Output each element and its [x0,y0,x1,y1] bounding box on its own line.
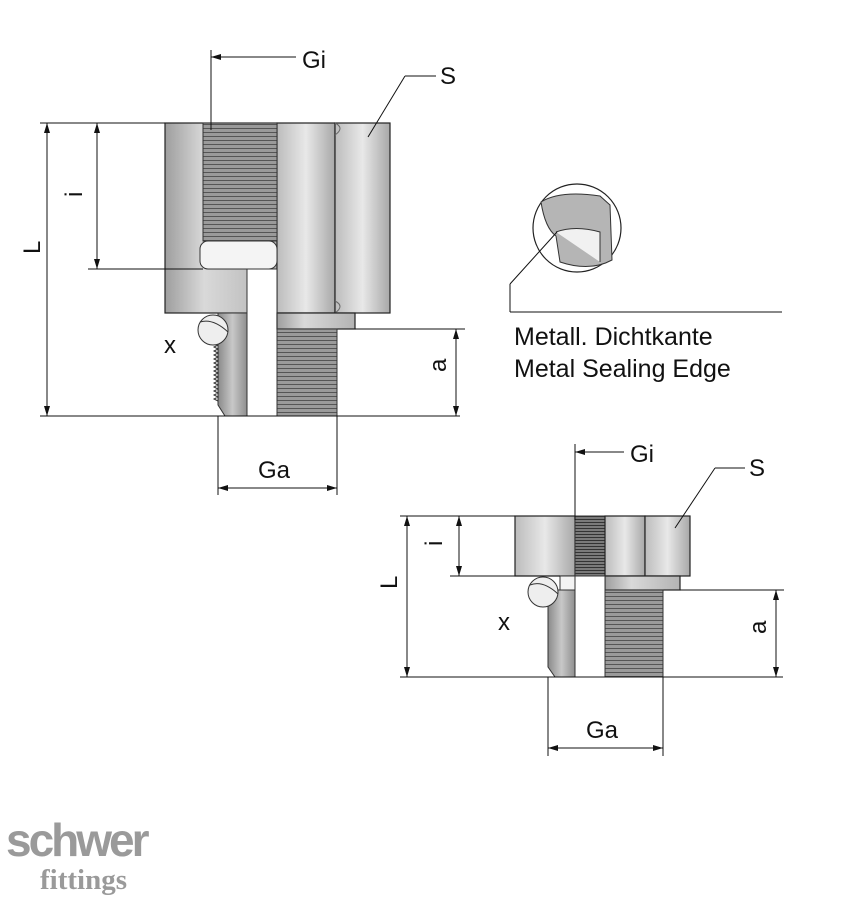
small-s-label: S [749,455,765,482]
large-gi-label: Gi [302,47,326,74]
small-internal-thread [574,515,606,577]
large-external-thread [276,328,338,417]
large-hex-face-right [334,122,391,314]
large-l-label: L [19,241,46,254]
large-adapter [164,122,391,417]
large-collar [276,312,356,330]
large-undercut [199,240,278,270]
small-hex-left [514,515,576,577]
small-dimensions: Gi S L i x a Ga [376,441,784,756]
large-x-label: x [164,332,176,359]
small-i-label: i [421,541,448,546]
small-collar [604,575,681,591]
small-external-thread [604,589,664,678]
sealing-edge-detail: Metall. Dichtkante Metal Sealing Edge [509,183,782,383]
logo-name: schwer [6,814,150,866]
large-a-label: a [425,358,452,372]
large-internal-thread [202,122,278,242]
small-detail-x-circle [527,576,559,608]
large-hex-face-left [276,122,336,314]
small-adapter [514,515,691,678]
large-s-label: S [440,63,456,90]
small-gi-label: Gi [630,441,654,468]
large-i-label: i [61,192,88,197]
small-ga-label: Ga [586,717,619,744]
logo-sub: fittings [40,864,127,896]
small-x-label: x [498,609,510,636]
large-bore [246,268,278,417]
small-a-label: a [745,620,772,634]
small-bore [574,575,606,678]
small-hex-right [644,515,691,577]
detail-label-en: Metal Sealing Edge [514,355,731,383]
schwer-fittings-logo: schwer fittings [6,814,153,896]
large-ga-label: Ga [258,457,291,484]
large-dimensions: Gi S L i x a Ga [19,47,465,495]
detail-label-de: Metall. Dichtkante [514,323,713,351]
large-detail-x-circle [197,314,229,346]
small-hex-mid [604,515,646,577]
small-l-label: L [376,576,403,589]
